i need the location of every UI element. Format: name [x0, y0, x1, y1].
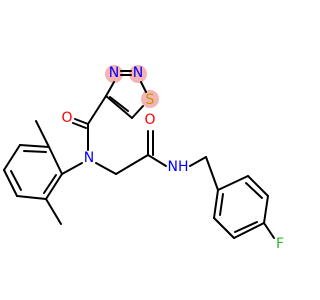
atom-nh: NH [168, 159, 189, 175]
bond-n-ch2 [95, 162, 117, 175]
highlight-n1 [105, 65, 123, 83]
bond-ch2-ph [205, 156, 219, 191]
bond-dmp-3 [3, 144, 21, 171]
atom-n3: N [109, 65, 119, 81]
bond-nh-ch2 [189, 156, 207, 167]
bonds [3, 70, 275, 239]
bond-c5-c4 [105, 95, 133, 119]
bond-c4-n3 [105, 81, 115, 97]
bond-dmp-6d [43, 174, 57, 194]
highlight-s [141, 90, 159, 108]
bond-fph-2 [247, 175, 269, 197]
molecule-structure: N N S O N O NH F [3, 65, 284, 252]
bond-dmp-4 [3, 169, 18, 197]
atom-labels: N N S O N O NH F [61, 65, 284, 252]
bond-c-o-double [72, 122, 87, 129]
atom-o-amide: O [144, 112, 155, 128]
highlight-n2 [129, 65, 147, 83]
bond-fph-1 [217, 175, 249, 191]
bond-fph-6d [219, 193, 224, 216]
bond-dmp-4d [10, 170, 22, 191]
bond-dmp-2 [19, 144, 50, 148]
atom-o-carbonyl: O [61, 110, 72, 126]
bond-methyl-top [35, 120, 50, 148]
bond-amide-cn [147, 154, 167, 167]
bond-fph-6 [213, 189, 219, 219]
atom-f: F [276, 236, 284, 252]
atom-s: S [146, 92, 155, 108]
atom-n-tertiary: N [84, 150, 94, 166]
bond-ch2-amidec [115, 154, 149, 175]
atom-n2: N [133, 65, 143, 81]
bond-fph-3 [263, 195, 269, 224]
bond-methyl-bottom [45, 198, 62, 225]
bond-dmp-2d [23, 150, 47, 153]
bond-c5-c4-double [109, 96, 129, 112]
bond-fph-2d [245, 182, 263, 199]
bond-s-c5 [131, 105, 144, 119]
bond-n2-s [140, 81, 147, 93]
heteroatom-highlight [105, 65, 159, 108]
bond-n-aryl [61, 162, 83, 175]
bond-dmp-6 [45, 173, 63, 200]
bond-ring-carbonyl [87, 95, 107, 125]
bond-fph-5 [213, 217, 235, 239]
bond-fph-4d [234, 221, 258, 233]
bond-dmp-5 [16, 195, 47, 200]
bond-c-o [74, 118, 89, 125]
molecule-canvas: N N S O N O NH F [3, 65, 284, 252]
bond-fph-4 [233, 222, 265, 239]
bond-c-f [263, 222, 275, 239]
bond-dmp-1 [48, 146, 63, 175]
